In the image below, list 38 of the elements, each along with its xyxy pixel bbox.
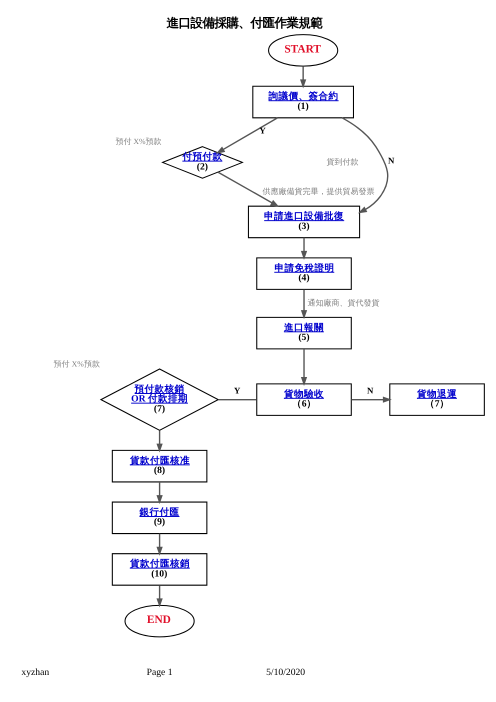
edge-label: N [367, 385, 374, 396]
node-label: 預付 X%預款 [54, 359, 100, 368]
arrow [300, 289, 308, 319]
node-box: 銀行付匯 (9) [112, 501, 208, 534]
diagram-title: 進口設備採購、付匯作業規範 [166, 15, 323, 30]
node-box: 貨款付匯核准 (8) [112, 449, 208, 482]
arrow [156, 482, 163, 504]
arrow [156, 533, 163, 556]
arrow [300, 66, 306, 88]
edge-label: Y [234, 385, 240, 396]
edge-label: N [388, 155, 394, 166]
arrow [342, 116, 388, 213]
node-ellipse: START [268, 34, 338, 66]
edge-label: Y [259, 125, 266, 136]
node-box: 詢議價、簽合約 (1) [252, 85, 354, 118]
arrow [300, 237, 308, 260]
label: Page 1 [146, 666, 173, 678]
node-box: 進口報關 (5) [256, 316, 352, 349]
node-box: 貨物退運 （7） [389, 382, 485, 416]
edge-label: 供應廠備貨完畢，提供貿易發票 [262, 186, 375, 196]
arrow [216, 116, 278, 154]
arrow [156, 430, 163, 452]
node-label: 預付 X%預款 [115, 136, 162, 146]
node-box: 申請免稅證明 (4) [256, 256, 352, 290]
arrow [351, 396, 392, 402]
label: xyzhan [21, 666, 50, 678]
node-box: 貨款付匯核銷 (10) [112, 552, 208, 586]
arrow [300, 348, 308, 386]
node-box: 申請進口設備批復 (3) [248, 205, 360, 238]
node-diamond: 預付款核銷 OR 付款排期 (7) [100, 368, 220, 430]
edge-label: 通知廠商、貨代發貨 [308, 298, 380, 307]
node-box: 貨物驗收 （6） [256, 382, 352, 416]
arrow [156, 584, 163, 607]
arrow [218, 171, 280, 207]
label: 5/10/2020 [266, 666, 306, 678]
connector [218, 398, 257, 400]
label: 貨到付款 [326, 156, 359, 166]
node-ellipse: END [124, 604, 195, 637]
